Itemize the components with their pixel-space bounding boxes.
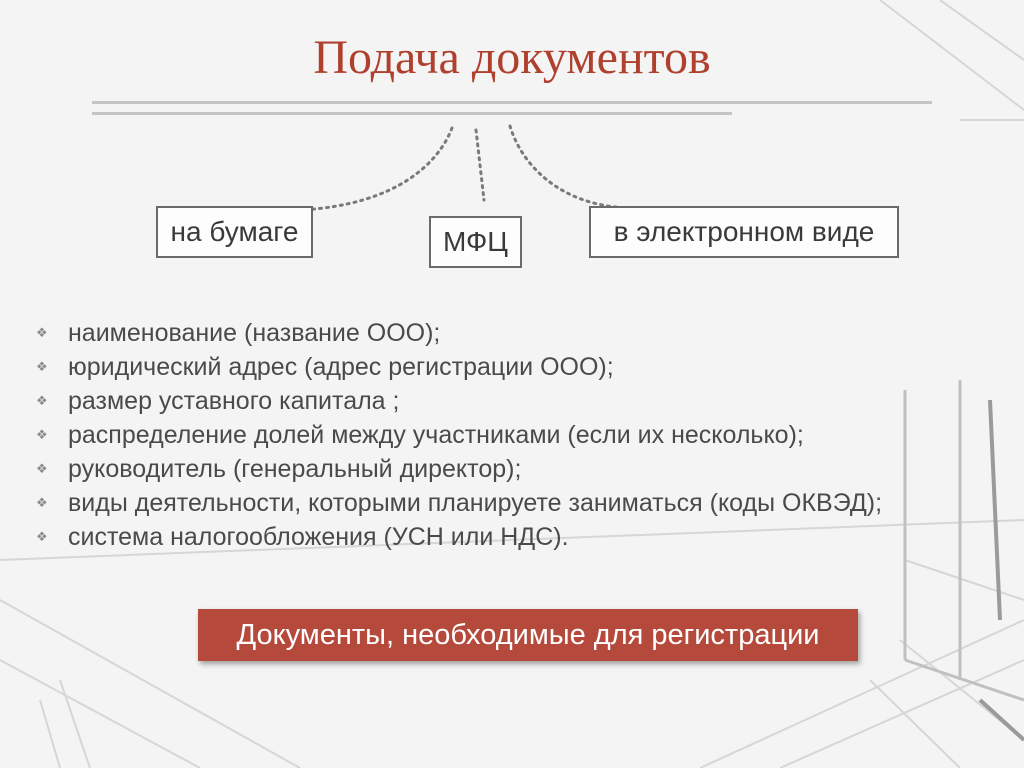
documents-banner-text: Документы, необходимые для регистрации [236,618,820,651]
list-item: ❖ руководитель (генеральный директор); [36,452,882,486]
method-electronic-box: в электронном виде [589,206,899,258]
list-item-text: система налогообложения (УСН или НДС). [68,522,569,551]
diamond-bullet-icon: ❖ [36,495,48,510]
diamond-bullet-icon: ❖ [36,461,48,476]
list-item: ❖ размер уставного капитала ; [36,384,882,418]
diamond-bullet-icon: ❖ [36,529,48,544]
documents-banner: Документы, необходимые для регистрации [198,609,858,661]
method-mfc-label: МФЦ [442,226,508,257]
title-divider-short [92,112,732,115]
method-electronic-label: в электронном виде [613,216,875,247]
method-paper-label: на бумаге [170,216,299,247]
list-item-text: распределение долей между участниками (е… [68,420,804,449]
list-item: ❖ наименование (название ООО); [36,316,882,350]
list-item-text: руководитель (генеральный директор); [68,454,522,483]
list-item: ❖ виды деятельности, которыми планируете … [36,486,882,520]
diamond-bullet-icon: ❖ [36,393,48,408]
list-item: ❖ юридический адрес (адрес регистрации ОО… [36,350,882,384]
list-item-text: виды деятельности, которыми планируете з… [68,488,883,517]
requirements-list: ❖ наименование (название ООО); ❖ юридическ… [36,316,882,554]
method-paper-box: на бумаге [156,206,313,258]
list-item-text: размер уставного капитала ; [68,386,400,415]
method-mfc-box: МФЦ [429,216,522,268]
diamond-bullet-icon: ❖ [36,325,48,340]
title-divider-long [92,101,932,104]
diamond-bullet-icon: ❖ [36,359,48,374]
list-item: ❖ распределение долей между участниками (… [36,418,882,452]
list-item-text: наименование (название ООО); [68,318,441,347]
list-item-text: юридический адрес (адрес регистрации ООО… [68,352,614,381]
diamond-bullet-icon: ❖ [36,427,48,442]
page-title: Подача документов [313,31,711,84]
list-item: ❖ система налогообложения (УСН или НДС). [36,520,882,554]
